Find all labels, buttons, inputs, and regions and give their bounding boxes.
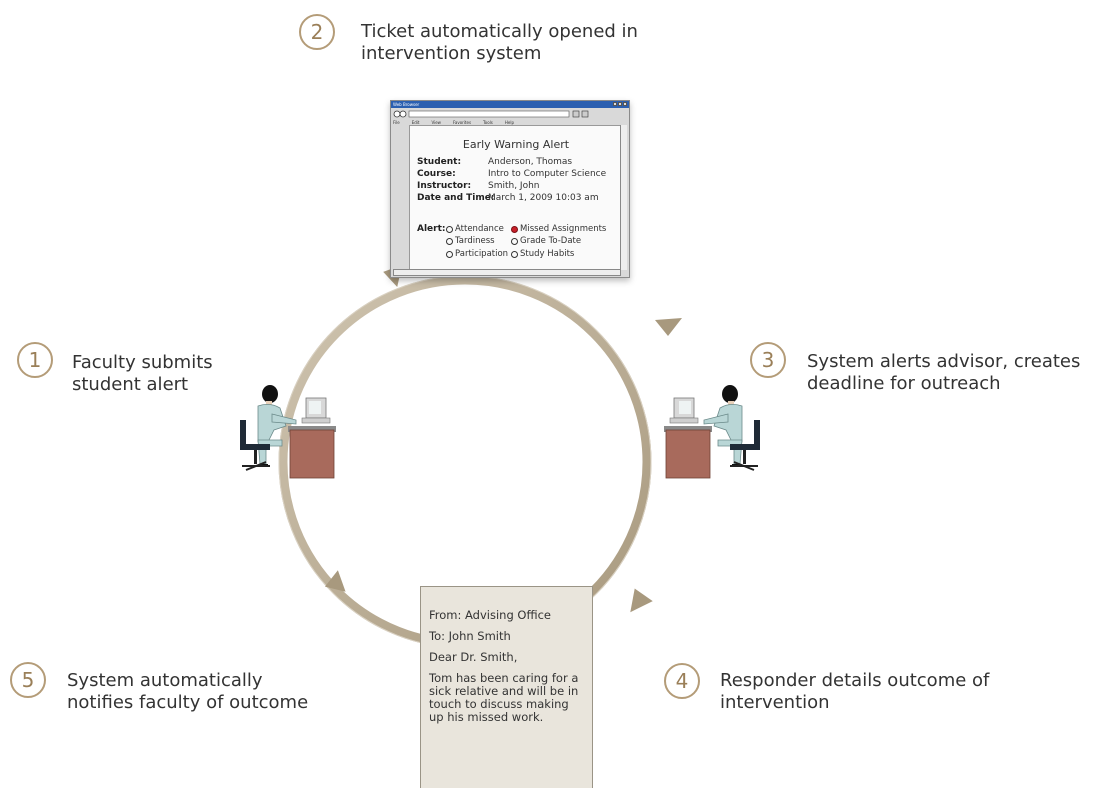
alert-form: Early Warning Alert Student: Anderson, T… (409, 125, 623, 270)
radio-icon[interactable] (446, 250, 453, 258)
menu-edit[interactable]: Edit (411, 120, 420, 125)
arrow-2-to-3 (655, 318, 682, 336)
letter-salutation: Dear Dr. Smith, (429, 650, 518, 664)
horizontal-scrollbar[interactable] (393, 269, 621, 276)
step-1-number: 1 (17, 342, 53, 378)
menu-file[interactable]: File (393, 120, 400, 125)
letter-to: To: John Smith (429, 629, 511, 643)
datetime-label: Date and Time: (417, 193, 495, 203)
go-icon[interactable] (572, 110, 580, 118)
menu-tools[interactable]: Tools (483, 120, 493, 125)
letter-body: Tom has been caring for a sick relative … (429, 671, 579, 724)
datetime-value: March 1, 2009 10:03 am (488, 193, 599, 203)
browser-title-bar: Web Browser (391, 101, 629, 108)
advisor-workstation-icon (664, 385, 760, 479)
radio-icon[interactable] (446, 225, 453, 233)
letter-from: From: Advising Office (429, 608, 551, 622)
minimize-icon[interactable] (613, 102, 617, 106)
step-3-number: 3 (750, 342, 786, 378)
option-attendance[interactable]: Attendance (446, 224, 504, 234)
browser-window: Web Browser File Edit View Favorites Tools He… (390, 100, 630, 278)
course-label: Course: (417, 169, 456, 179)
step-2-number: 2 (299, 14, 335, 50)
radio-icon[interactable] (446, 237, 453, 245)
back-icon[interactable] (393, 110, 401, 118)
option-grade-to-date[interactable]: Grade To-Date (511, 236, 581, 246)
radio-icon[interactable] (511, 250, 518, 258)
step-5-number: 5 (10, 662, 46, 698)
instructor-label: Instructor: (417, 181, 472, 191)
faculty-workstation-icon (240, 385, 336, 479)
menu-help[interactable]: Help (504, 120, 515, 125)
maximize-icon[interactable] (618, 102, 622, 106)
instructor-value: Smith, John (488, 181, 540, 191)
response-letter: From: Advising Office To: John Smith Dea… (420, 586, 593, 788)
option-study-habits[interactable]: Study Habits (511, 249, 574, 259)
student-value: Anderson, Thomas (488, 157, 573, 167)
step-4-number: 4 (664, 663, 700, 699)
option-missed-assignments[interactable]: Missed Assignments (511, 224, 606, 234)
forward-icon[interactable] (399, 110, 407, 118)
radio-selected-icon[interactable] (511, 225, 518, 233)
browser-toolbar (393, 110, 589, 118)
option-participation[interactable]: Participation (446, 249, 508, 259)
course-value: Intro to Computer Science (488, 169, 607, 179)
menu-favorites[interactable]: Favorites (452, 120, 472, 125)
alert-form-title: Early Warning Alert (462, 138, 570, 151)
refresh-icon[interactable] (581, 110, 589, 118)
arrow-5-to-1 (324, 570, 346, 592)
alert-label: Alert: (417, 224, 446, 234)
browser-menu: File Edit View Favorites Tools Help (393, 120, 514, 125)
vertical-scrollbar[interactable] (620, 125, 627, 270)
radio-icon[interactable] (511, 237, 518, 245)
close-icon[interactable] (623, 102, 627, 106)
arrow-3-to-4 (630, 588, 653, 613)
student-label: Student: (417, 157, 462, 167)
address-bar[interactable] (408, 110, 570, 118)
option-tardiness[interactable]: Tardiness (446, 236, 495, 246)
menu-view[interactable]: View (431, 120, 441, 125)
window-controls (613, 102, 627, 106)
